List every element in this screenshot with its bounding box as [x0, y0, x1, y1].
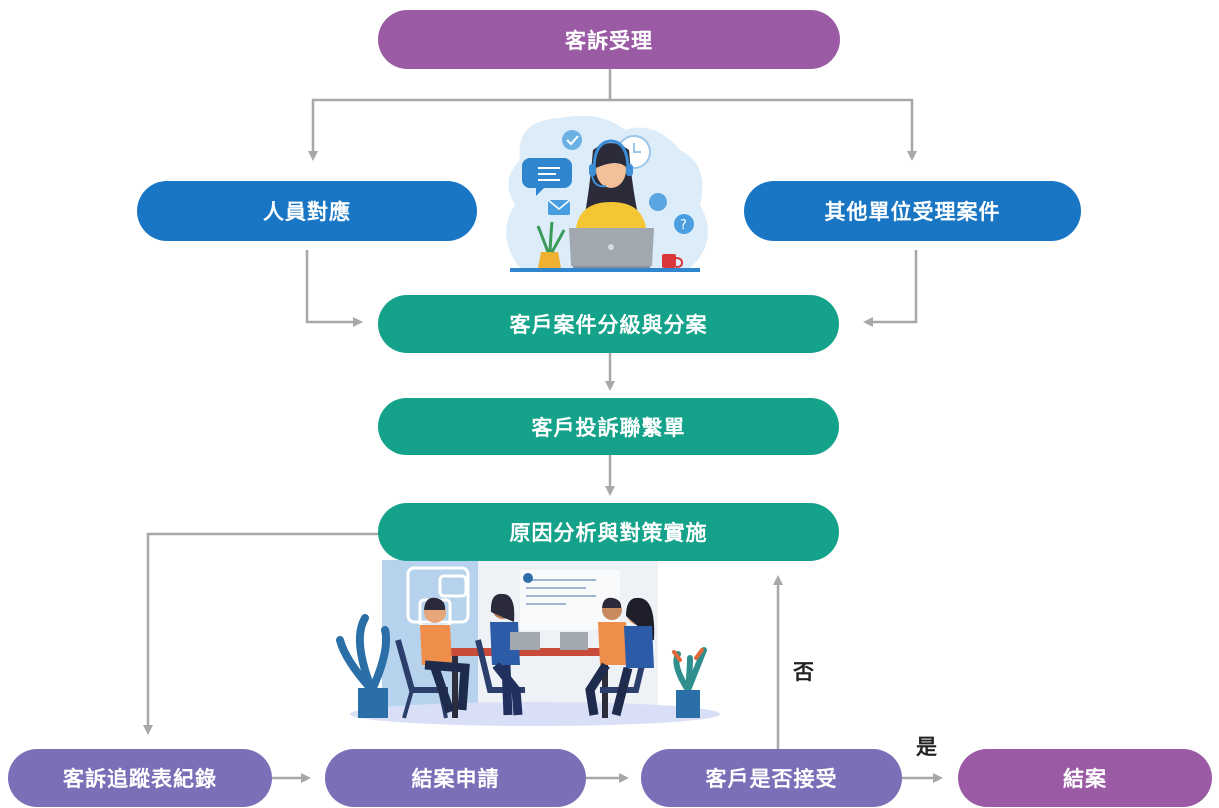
- svg-text:?: ?: [680, 218, 687, 233]
- node-staff-response: 人員對應: [137, 181, 477, 241]
- node-case-closed: 結案: [958, 749, 1212, 807]
- edge-label-yes: 是: [916, 735, 937, 759]
- node-complaint-intake: 客訴受理: [378, 10, 840, 69]
- node-cause-analysis: 原因分析與對策實施: [378, 503, 839, 561]
- node-contact-sheet: 客戶投訴聯繫單: [378, 398, 839, 455]
- node-case-grading: 客戶案件分級與分案: [378, 295, 839, 353]
- arrow-analysis-to-tracking: [143, 532, 380, 735]
- arrow-intake-to-other: [610, 98, 917, 161]
- arrow-staff-to-grading: [305, 250, 363, 327]
- node-customer-accept: 客戶是否接受: [641, 749, 902, 807]
- team-meeting-illustration: [336, 560, 720, 726]
- arrow-other-to-grading: [863, 250, 918, 327]
- call-center-agent-illustration: ?: [506, 115, 708, 272]
- arrow-intake-to-staff: [308, 68, 612, 161]
- node-close-request: 結案申請: [325, 749, 586, 807]
- edge-label-no: 否: [793, 660, 814, 684]
- node-other-unit-case: 其他單位受理案件: [744, 181, 1081, 241]
- node-tracking-record: 客訴追蹤表紀錄: [8, 749, 272, 807]
